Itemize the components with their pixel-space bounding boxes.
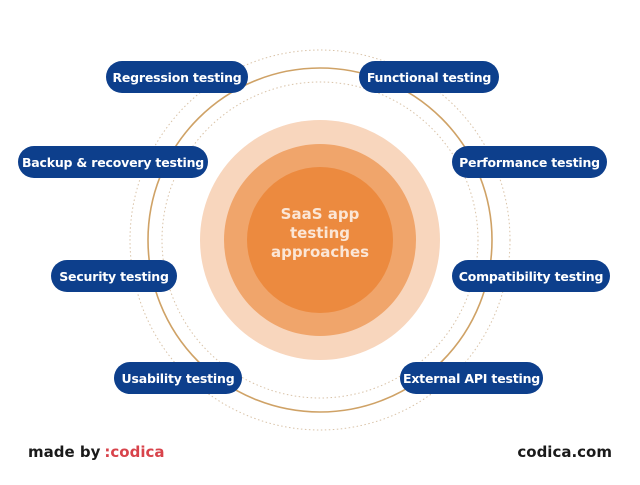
pill-performance-testing: Performance testing bbox=[452, 146, 607, 178]
center-title-line: testing bbox=[290, 224, 350, 242]
inner-dotted-ring bbox=[161, 81, 479, 399]
center-title: SaaS app testing approaches bbox=[240, 205, 400, 262]
made-by-credit: made by:codica bbox=[28, 443, 165, 461]
website-link[interactable]: codica.com bbox=[517, 443, 612, 461]
pill-backup-recovery-testing: Backup & recovery testing bbox=[18, 146, 208, 178]
solid-ring bbox=[147, 67, 493, 413]
pill-external-api-testing: External API testing bbox=[400, 362, 543, 394]
center-title-line: approaches bbox=[270, 243, 370, 261]
pill-security-testing: Security testing bbox=[51, 260, 177, 292]
brand-logo: :codica bbox=[104, 443, 165, 461]
pill-regression-testing: Regression testing bbox=[106, 61, 248, 93]
inner-circle bbox=[247, 167, 393, 313]
pill-usability-testing: Usability testing bbox=[114, 362, 242, 394]
center-title-line: SaaS app bbox=[280, 205, 360, 223]
outer-dotted-ring bbox=[129, 49, 511, 431]
pill-functional-testing: Functional testing bbox=[359, 61, 499, 93]
made-by-label: made by bbox=[28, 443, 101, 461]
pill-compatibility-testing: Compatibility testing bbox=[452, 260, 610, 292]
